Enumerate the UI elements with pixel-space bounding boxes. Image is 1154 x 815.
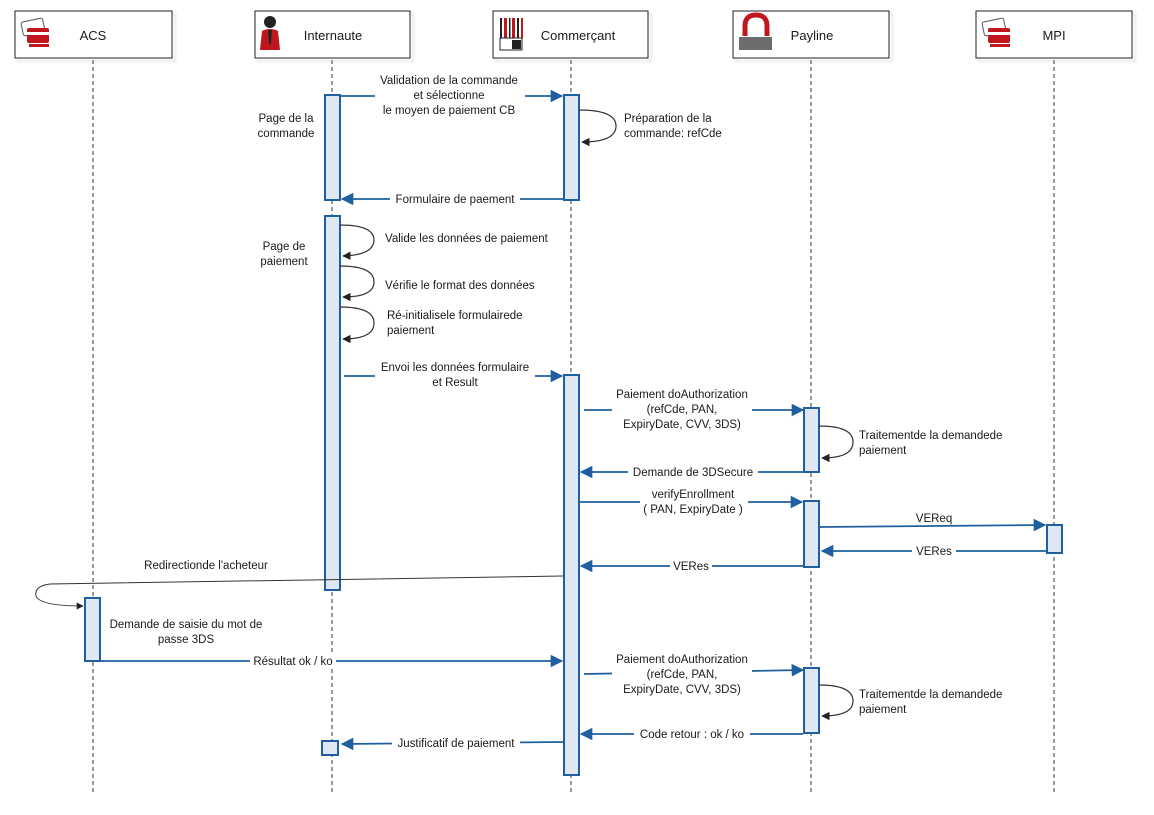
message-label: Code retour : ok / ko	[640, 729, 744, 741]
activation-mpi	[1046, 524, 1063, 554]
actor-label: ACS	[80, 28, 107, 43]
note-saisie-3ds: Demande de saisie du mot de passe 3DS	[110, 619, 263, 646]
note-label: passe 3DS	[158, 634, 215, 646]
message-redirection: Redirectionde l'acheteur	[35, 560, 564, 610]
barcode-icon	[499, 18, 523, 51]
self-call-label: Préparation de la	[624, 113, 712, 125]
message-resultat: Résultat ok / ko	[101, 654, 564, 668]
self-call-label: commande: refCde	[624, 128, 722, 140]
self-call-label: paiement	[859, 445, 907, 457]
note-label: Page de la	[259, 113, 315, 125]
activation-internaute-2	[324, 215, 341, 591]
actor-acs: ACS	[14, 10, 173, 59]
activation-commercant-1	[563, 94, 580, 201]
message-justificatif: Justificatif de paiement	[340, 735, 564, 751]
message-label: Paiement doAuthorization	[616, 389, 748, 401]
actor-label: Payline	[791, 28, 834, 43]
message-label: Résultat ok / ko	[253, 656, 332, 668]
message-label: VERes	[916, 546, 952, 558]
message-doauthorization-1: Paiement doAuthorization (refCde, PAN, E…	[584, 386, 805, 432]
message-label: Envoi les données formulaire	[381, 362, 529, 374]
message-label: ExpiryDate, CVV, 3DS)	[623, 419, 741, 431]
self-call-label: Traitementde la demandede	[859, 430, 1002, 442]
actor-mpi: MPI	[975, 10, 1133, 59]
activation-payline-3	[803, 667, 820, 734]
message-label: (refCde, PAN,	[647, 404, 718, 416]
message-doauthorization-2: Paiement doAuthorization (refCde, PAN, E…	[583, 650, 805, 696]
message-code-retour: Code retour : ok / ko	[579, 726, 803, 742]
message-veres-payline: VERes	[579, 559, 803, 573]
note-label: Page de	[263, 241, 306, 253]
user-icon	[260, 16, 280, 50]
message-label: Redirectionde l'acheteur	[144, 560, 268, 572]
message-formulaire: Formulaire de paement	[340, 191, 563, 207]
message-label: VERes	[673, 561, 709, 573]
self-call-reinitialise: Ré-initialisele formulairede paiement	[339, 306, 523, 344]
message-label: et sélectionne	[414, 90, 485, 102]
activation-commercant-2	[563, 374, 580, 776]
message-label: et Result	[432, 377, 478, 389]
actor-internaute: Internaute	[254, 10, 411, 59]
message-veres-mpi: VERes	[820, 544, 1046, 558]
self-call-label: Vérifie le format des données	[385, 280, 535, 292]
message-label: VEReq	[916, 513, 952, 525]
message-label: Justificatif de paiement	[398, 738, 516, 750]
message-label: Validation de la commande	[380, 75, 518, 87]
message-label: ExpiryDate, CVV, 3DS)	[623, 684, 741, 696]
note-label: Demande de saisie du mot de	[110, 619, 263, 631]
message-vereq: VEReq	[819, 511, 1047, 532]
credit-card-icon	[981, 17, 1010, 47]
self-call-valide: Valide les données de paiement	[339, 224, 549, 260]
activation-payline-1	[803, 407, 820, 473]
message-label: verifyEnrollment	[652, 489, 735, 501]
message-label: ( PAN, ExpiryDate )	[643, 504, 743, 516]
message-validation: Validation de la commande et sélectionne…	[340, 72, 564, 118]
self-call-label: Ré-initialisele formulairede	[387, 310, 523, 322]
note-page-commande: Page de la commande	[258, 113, 315, 140]
credit-card-icon	[20, 17, 49, 47]
lock-icon	[739, 12, 772, 50]
actor-label: MPI	[1042, 28, 1065, 43]
self-call-label: paiement	[859, 704, 907, 716]
message-label: (refCde, PAN,	[647, 669, 718, 681]
activation-internaute-3	[321, 740, 339, 756]
self-call-traitement-1: Traitementde la demandede paiement	[818, 425, 1002, 463]
message-label: Paiement doAuthorization	[616, 654, 748, 666]
message-verifyenrollment: verifyEnrollment ( PAN, ExpiryDate )	[580, 486, 804, 518]
activation-internaute-1	[324, 94, 341, 201]
message-label: le moyen de paiement CB	[383, 105, 516, 117]
self-call-label: Valide les données de paiement	[385, 233, 549, 245]
activation-acs	[84, 597, 101, 662]
self-call-traitement-2: Traitementde la demandede paiement	[818, 684, 1002, 721]
self-call-preparation: Préparation de la commande: refCde	[578, 109, 722, 147]
message-envoi: Envoi les données formulaire et Result	[344, 359, 564, 391]
actor-payline: Payline	[732, 10, 890, 59]
actor-label: Commerçant	[541, 28, 616, 43]
actor-label: Internaute	[304, 28, 363, 43]
self-call-label: paiement	[387, 325, 435, 337]
message-label: Demande de 3DSecure	[633, 467, 753, 479]
self-call-label: Traitementde la demandede	[859, 689, 1002, 701]
note-label: paiement	[260, 256, 308, 268]
message-3dsecure: Demande de 3DSecure	[579, 464, 803, 480]
activation-payline-2	[803, 500, 820, 568]
message-label: Formulaire de paement	[396, 194, 516, 206]
note-label: commande	[258, 128, 315, 140]
actor-commercant: Commerçant	[492, 10, 649, 59]
note-page-paiement: Page de paiement	[260, 241, 308, 268]
self-call-verifie: Vérifie le format des données	[339, 265, 535, 302]
